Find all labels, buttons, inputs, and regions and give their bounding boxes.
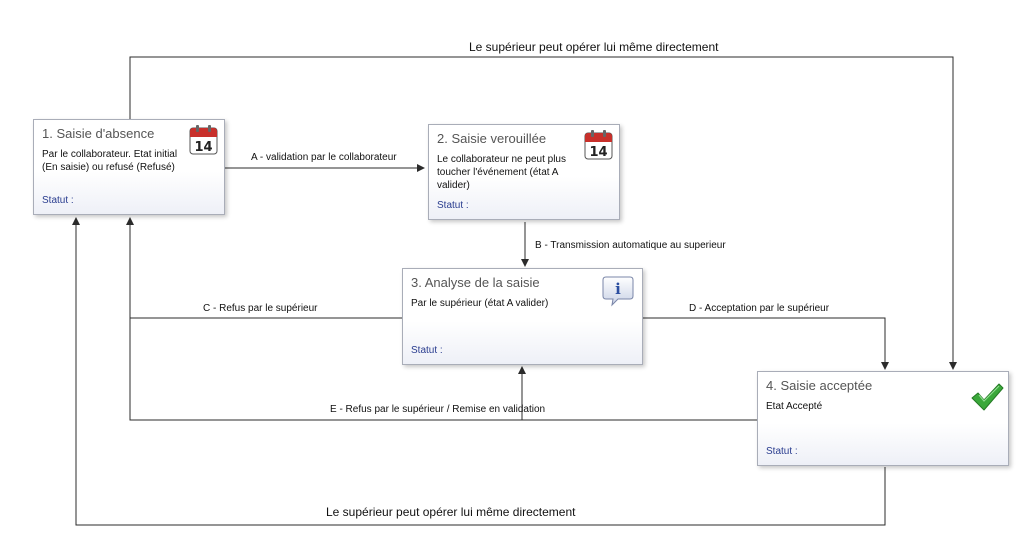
calendar-icon: 14 [189, 125, 218, 155]
calendar-number: 14 [589, 145, 607, 160]
node-saisie-acceptee[interactable]: 4. Saisie acceptée Etat Accepté Statut : [757, 371, 1009, 466]
edge-label-top: Le supérieur peut opérer lui même direct… [465, 40, 723, 54]
node-title: 2. Saisie verouillée [437, 131, 547, 146]
node-description-line: Par le supérieur (état A valider) [411, 298, 549, 309]
node-description-line: valider) [437, 180, 470, 191]
edge-top-line [129, 56, 957, 370]
node-description-line: Par le collaborateur. Etat initial [42, 149, 178, 160]
checkmark-icon [971, 383, 1004, 411]
edge-e-line [129, 220, 757, 421]
node-analyse-saisie[interactable]: 3. Analyse de la saisie Par le supérieur… [402, 268, 643, 365]
node-status-label: Statut : [766, 446, 798, 457]
node-title: 1. Saisie d'absence [42, 126, 155, 141]
node-description: Le collaborateur ne peut plus toucher l'… [437, 153, 566, 192]
node-description-line: Etat Accepté [766, 401, 823, 412]
node-description: Par le collaborateur. Etat initial (En s… [42, 148, 177, 174]
calendar-number: 14 [194, 140, 212, 155]
node-status-label: Statut : [411, 345, 443, 356]
edge-label-d: D - Acceptation par le supérieur [686, 303, 833, 314]
node-status-label: Statut : [42, 195, 74, 206]
node-status-label: Statut : [437, 200, 469, 211]
info-letter: i [615, 280, 621, 298]
node-title: 4. Saisie acceptée [766, 378, 873, 393]
edge-label-a: A - validation par le collaborateur [248, 152, 400, 163]
edge-bottom-line [72, 217, 886, 526]
edge-label-e: E - Refus par le supérieur / Remise en v… [330, 404, 546, 415]
edge-d-line [643, 317, 889, 370]
node-description-line: toucher l'événement (état A [437, 167, 559, 178]
node-description: Etat Accepté [766, 400, 822, 413]
node-title: 3. Analyse de la saisie [411, 275, 540, 290]
node-description: Par le supérieur (état A valider) [411, 297, 548, 310]
edge-label-bottom: Le supérieur peut opérer lui même direct… [322, 505, 580, 519]
calendar-icon: 14 [584, 130, 613, 160]
edge-label-b: B - Transmission automatique au superieu… [532, 240, 729, 251]
node-saisie-absence[interactable]: 1. Saisie d'absence Par le collaborateur… [33, 119, 225, 215]
node-description-line: Le collaborateur ne peut plus [437, 154, 566, 165]
info-icon: i [602, 276, 634, 307]
edge-label-c: C - Refus par le supérieur [200, 303, 321, 314]
node-saisie-verouillee[interactable]: 2. Saisie verouillée Le collaborateur ne… [428, 124, 620, 220]
node-description-line: (En saisie) ou refusé (Refusé) [42, 162, 175, 173]
